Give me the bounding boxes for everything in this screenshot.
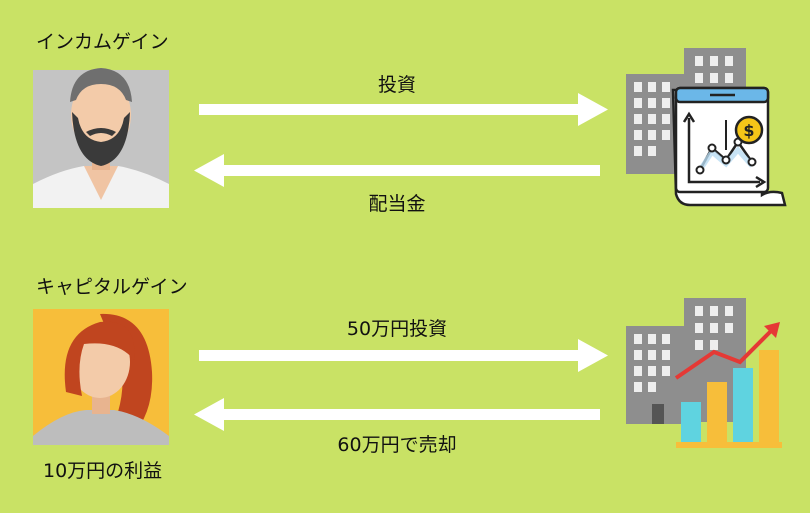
red-haired-woman-avatar-icon: [33, 309, 169, 445]
capital-gain-title: キャピタルゲイン: [36, 276, 188, 298]
invest-500k-arrow: [199, 339, 608, 372]
dividend-arrow: [194, 154, 600, 187]
dividend-label: 配当金: [368, 193, 426, 215]
invest-label: 投資: [377, 74, 417, 96]
building-with-bar-chart-icon: [626, 298, 782, 448]
profit-note: 10万円の利益: [43, 460, 163, 482]
income-gain-title: インカムゲイン: [36, 31, 169, 53]
invest-500k-label: 50万円投資: [346, 318, 448, 340]
building-with-stock-chart-icon: $: [626, 48, 787, 207]
svg-text:$: $: [743, 121, 754, 140]
dollar-coin-icon: $: [734, 115, 764, 145]
sell-600k-arrow: [194, 398, 600, 431]
sell-600k-label: 60万円で売却: [337, 434, 457, 456]
invest-arrow: [199, 93, 608, 126]
bearded-man-avatar-icon: [33, 68, 169, 208]
